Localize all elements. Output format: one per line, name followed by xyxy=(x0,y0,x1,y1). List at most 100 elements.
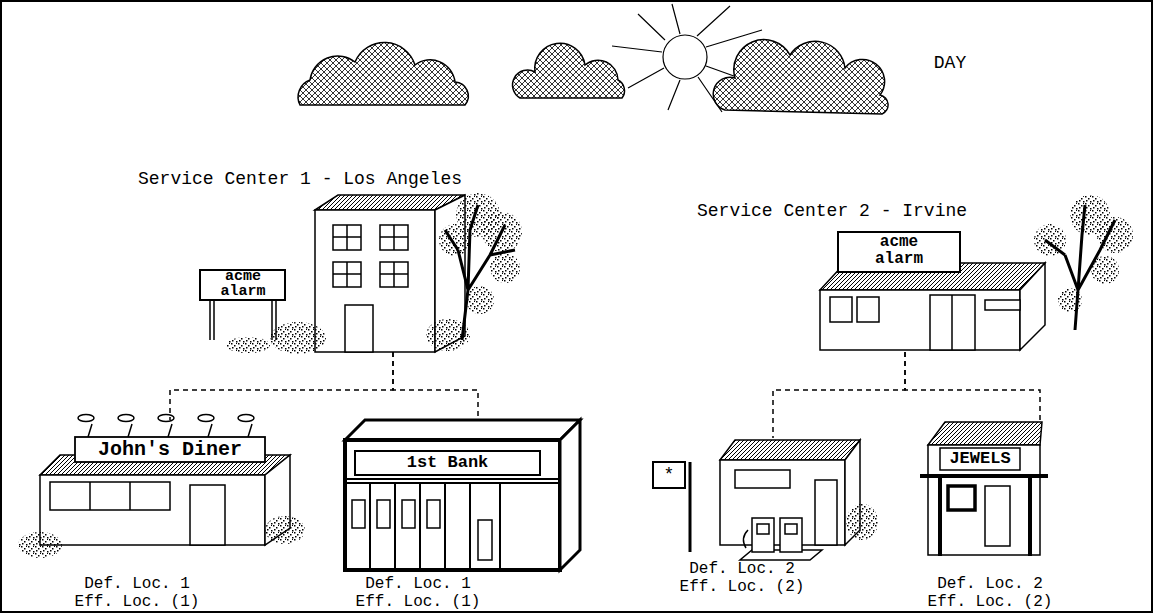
gas-station-part xyxy=(653,462,685,488)
tree-part xyxy=(439,224,471,256)
diner-building-part xyxy=(238,415,254,422)
building-node: 1st BankDef. Loc. 1 Eff. Loc. (1) xyxy=(345,420,585,613)
building-node: John's DinerDef. Loc. 1 Eff. Loc. (1) xyxy=(40,420,295,613)
bank-building-part xyxy=(560,420,580,570)
office-building-part xyxy=(315,210,435,352)
node-text: Service Center 1 - Los Angeles xyxy=(138,168,474,190)
tree-part xyxy=(1091,256,1119,284)
office-building-part xyxy=(985,300,1020,310)
building-node: Service Center 2 - Irvineacme alarm xyxy=(690,200,1050,352)
bush-part xyxy=(270,322,326,354)
diner-building-part xyxy=(190,485,225,545)
node-text: acme alarm xyxy=(864,234,934,268)
bush xyxy=(226,319,470,354)
jewelry-store-part xyxy=(940,476,1030,556)
node-text: Def. Loc. 2 Eff. Loc. (2) xyxy=(920,575,1060,611)
connector-group xyxy=(170,352,1040,438)
dashed-connector xyxy=(905,352,1040,420)
office-building-part xyxy=(857,297,879,322)
office-building xyxy=(820,232,1045,350)
bush-part xyxy=(265,516,305,544)
jewelry-store xyxy=(920,422,1048,556)
gas-station-part xyxy=(780,518,802,552)
cloud xyxy=(713,40,888,114)
bank-building-part xyxy=(355,451,540,475)
diner-building-part xyxy=(198,415,214,422)
diner-building-part xyxy=(40,475,265,545)
dashed-connector xyxy=(773,352,905,438)
diner-building-part xyxy=(158,415,174,422)
gas-station-part xyxy=(689,462,692,552)
office-building-part xyxy=(951,295,953,350)
building-node: Service Center 1 - Los Angeles acme alarm xyxy=(130,168,475,352)
bank-building-part xyxy=(478,520,492,560)
tree-part xyxy=(1058,288,1082,312)
bush-part xyxy=(226,337,270,353)
dashed-connector xyxy=(170,352,393,420)
sun-part xyxy=(663,35,707,79)
diner-building-part xyxy=(88,424,252,437)
diner-building xyxy=(40,415,290,546)
cloud xyxy=(298,43,624,105)
bush-part xyxy=(846,504,878,540)
bush-part xyxy=(426,319,470,351)
bush xyxy=(846,504,878,540)
office-building-part xyxy=(838,232,960,272)
node-text: acme alarm xyxy=(208,269,278,299)
tree-part xyxy=(482,212,522,252)
jewelry-store-part xyxy=(948,486,975,510)
bush-part xyxy=(18,532,62,558)
bank-building-part xyxy=(427,500,440,528)
diner-building-part xyxy=(90,482,130,510)
gas-station-part xyxy=(757,524,769,534)
building-node: JEWELSDef. Loc. 2 Eff. Loc. (2) xyxy=(915,420,1050,613)
jewelry-store-part xyxy=(928,445,1040,555)
gas-station-part xyxy=(752,518,774,552)
bank-building-part xyxy=(370,483,500,570)
sign-part xyxy=(210,300,276,340)
office-building-part xyxy=(333,225,408,287)
node-text: John's Diner xyxy=(75,437,265,462)
tree-part xyxy=(1097,217,1133,253)
node-text: JEWELS xyxy=(940,448,1020,470)
office-building-part xyxy=(345,305,373,352)
diner-building-part xyxy=(78,415,94,422)
office-building-part xyxy=(1020,263,1045,350)
sign xyxy=(200,270,285,340)
gas-station-part xyxy=(735,470,790,488)
tree-part xyxy=(490,253,520,283)
diner-building-part xyxy=(75,437,265,462)
label-text: * xyxy=(653,462,685,488)
sign-part xyxy=(200,270,285,300)
node-text: Def. Loc. 1 Eff. Loc. (1) xyxy=(348,575,488,611)
building-node: Def. Loc. 2 Eff. Loc. (2) xyxy=(645,438,875,613)
office-building-part xyxy=(820,290,1020,350)
node-text: Def. Loc. 2 Eff. Loc. (2) xyxy=(672,560,812,596)
bank-building-part xyxy=(377,500,390,528)
gas-station-part xyxy=(815,480,837,545)
jewelry-store-part xyxy=(928,422,1042,445)
label-text: DAY xyxy=(915,52,985,74)
cloud-part xyxy=(298,43,468,105)
office-building-part xyxy=(930,295,975,350)
bank-building-part xyxy=(352,500,365,528)
bank-building-part xyxy=(402,500,415,528)
gas-station-part xyxy=(720,440,860,460)
bank-building-part xyxy=(345,440,560,570)
tree-part xyxy=(466,286,494,314)
diner-building-part xyxy=(118,415,134,422)
gas-station-part xyxy=(785,524,797,534)
office-building-part xyxy=(830,297,852,322)
gas-station xyxy=(653,440,860,560)
bank-building-part xyxy=(345,479,560,483)
dashed-connector xyxy=(393,352,478,420)
cloud-part xyxy=(713,40,888,114)
tree-part xyxy=(1034,224,1066,256)
node-text: Def. Loc. 1 Eff. Loc. (1) xyxy=(67,575,207,611)
node-text: 1st Bank xyxy=(355,451,540,475)
